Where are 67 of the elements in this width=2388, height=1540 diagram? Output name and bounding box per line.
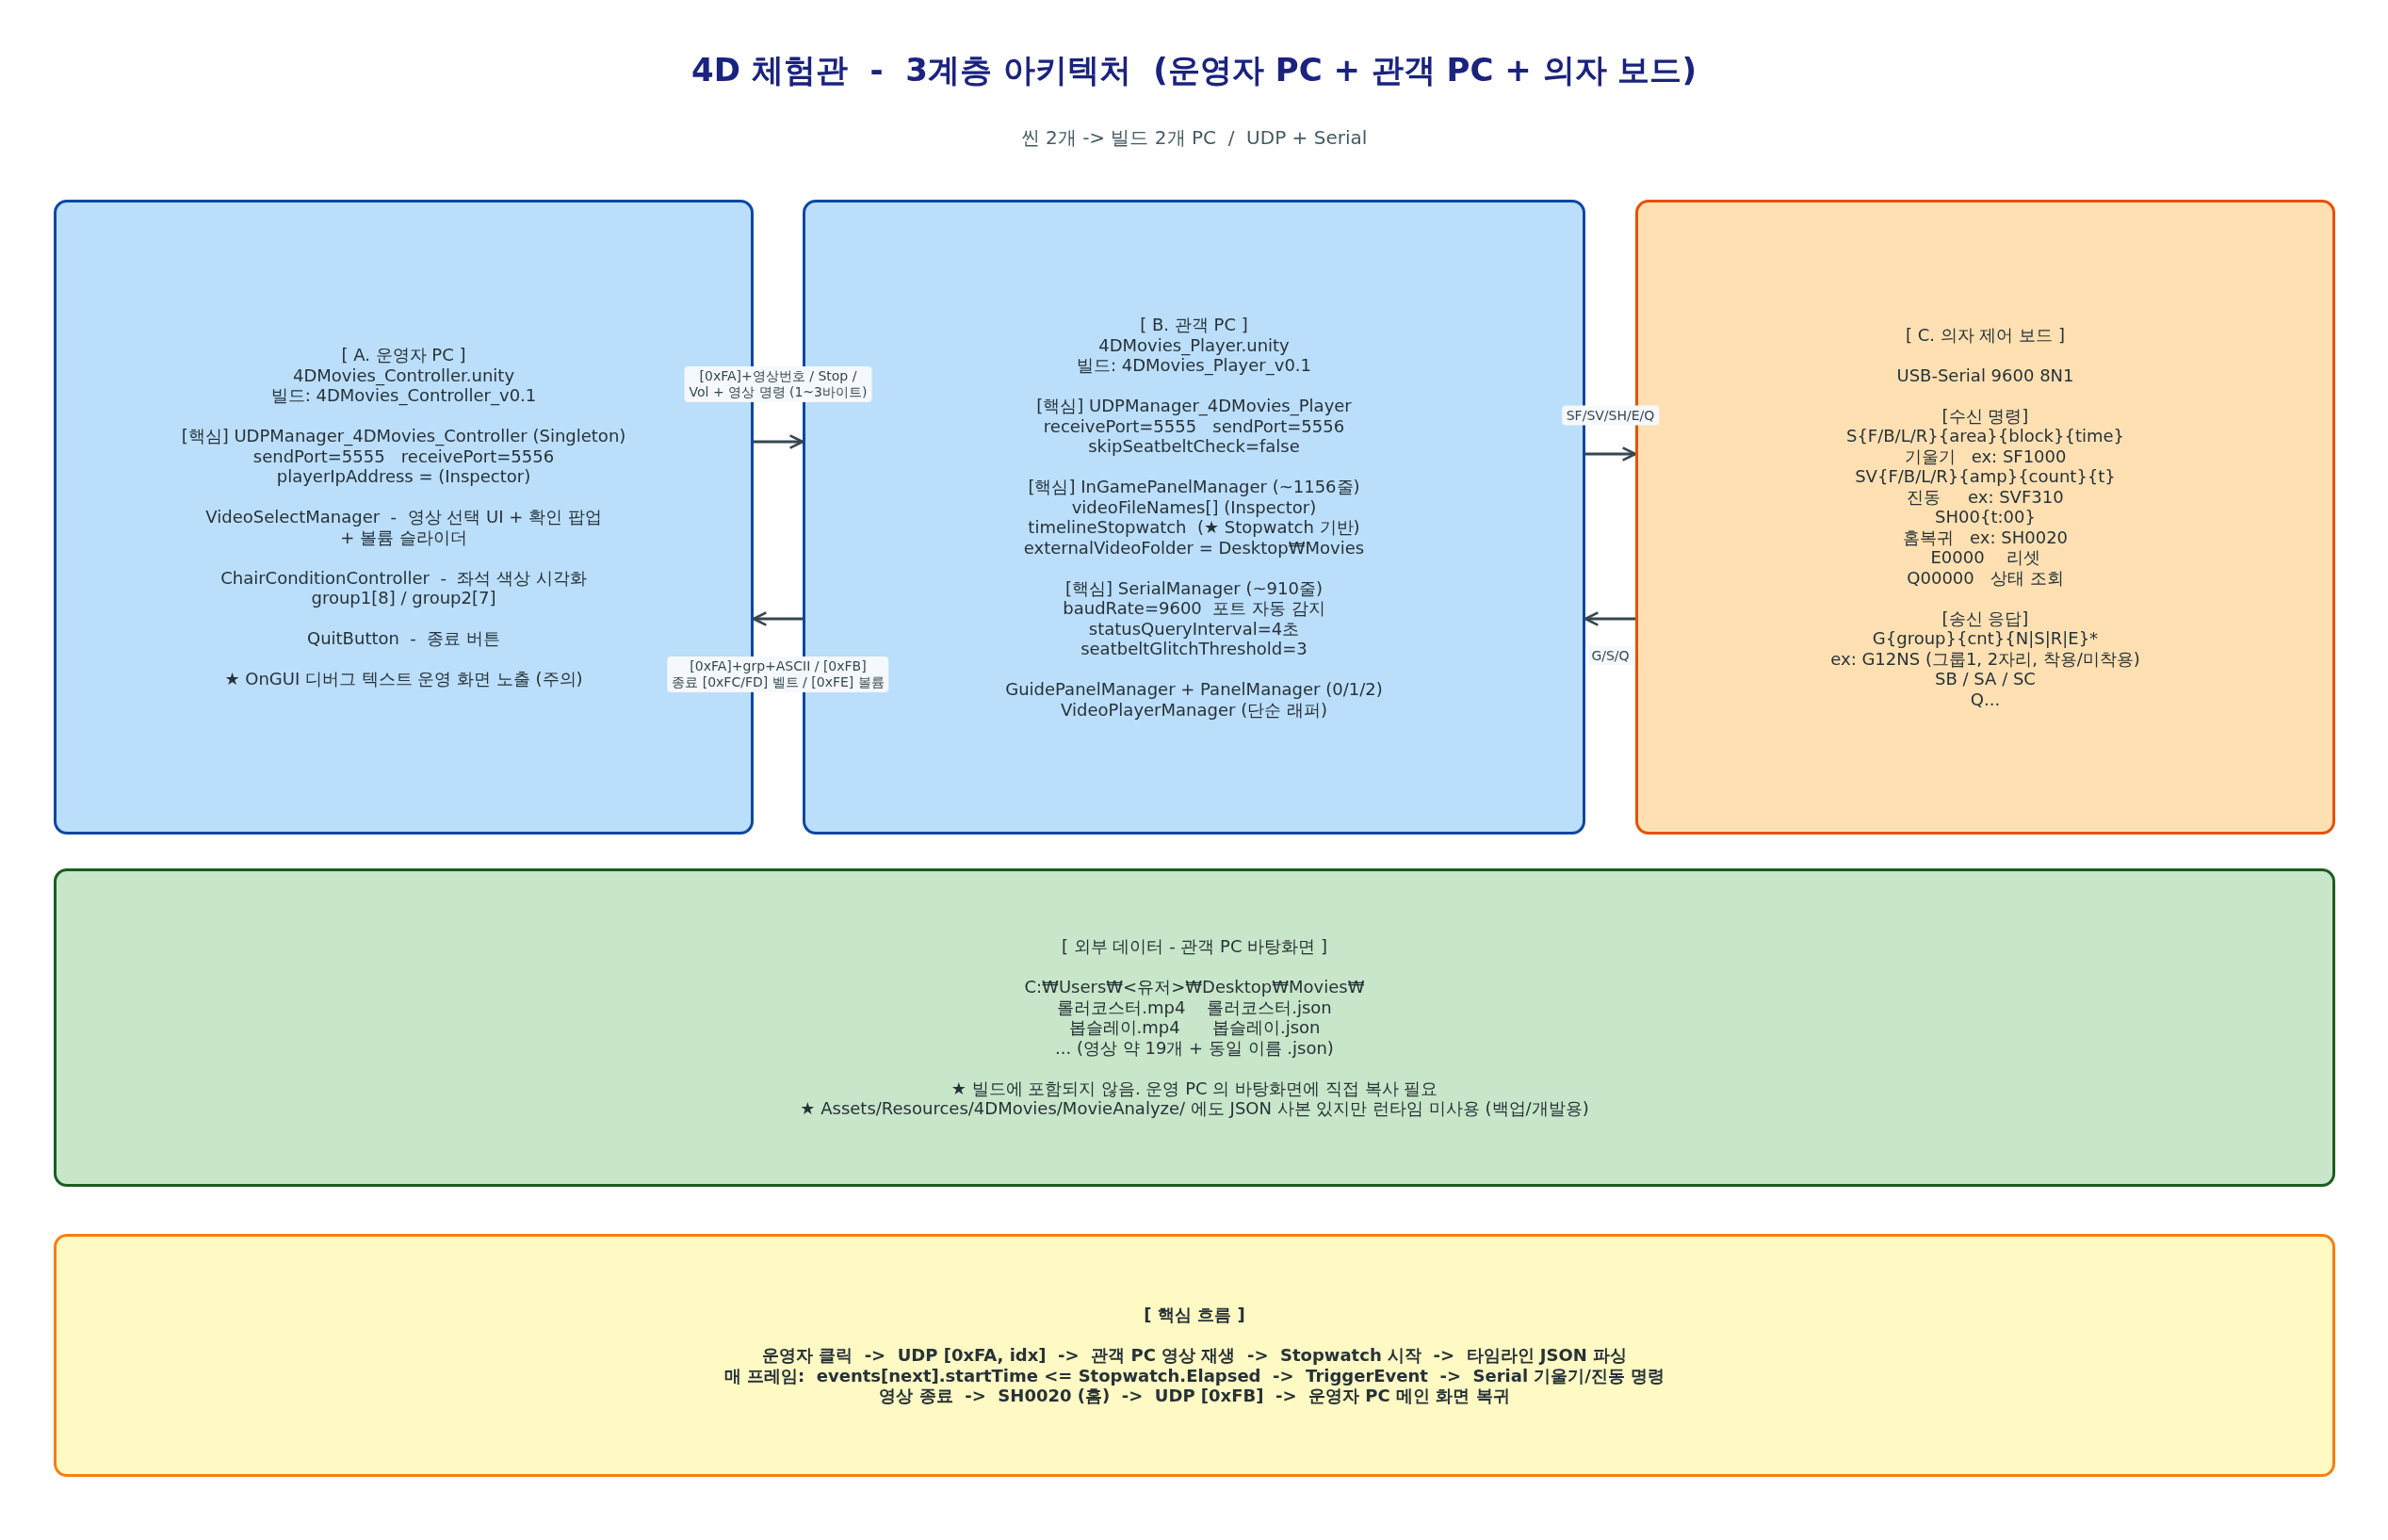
detail-line: GuidePanelManager + PanelManager (0/1/2): [1005, 679, 1383, 700]
panel-heading: [ A. 운영자 PC ]: [341, 345, 466, 365]
panel-heading: [ B. 관객 PC ]: [1140, 315, 1248, 335]
diagram-title: 4D 체험관 - 3계층 아키텍처 (운영자 PC + 관객 PC + 의자 보드): [691, 51, 1697, 89]
detail-line: VideoSelectManager - 영상 선택 UI + 확인 팝업: [205, 507, 602, 527]
detail-line: [수신 명령]: [1941, 405, 2029, 427]
detail-line: Q...: [1970, 689, 2001, 710]
detail-line: 빌드: 4DMovies_Controller_v0.1: [270, 385, 537, 406]
detail-line: [핵심] SerialManager (~910줄): [1065, 577, 1323, 598]
detail-line: E0000 리셋: [1930, 547, 2040, 568]
detail-line: ★ 빌드에 포함되지 않음. 운영 PC 의 바탕화면에 직접 복사 필요: [950, 1078, 1438, 1099]
detail-line: ... (영상 약 19개 + 동일 이름 .json): [1055, 1037, 1334, 1059]
panel-heading: [ 외부 데이터 - 관객 PC 바탕화면 ]: [1062, 936, 1327, 957]
detail-line: group1[8] / group2[7]: [311, 588, 496, 608]
detail-line: ★ Assets/Resources/4DMovies/MovieAnalyze/ 에도 JSON 사본 있지만 런타임 미사용 (백업/개발용): [800, 1098, 1589, 1119]
data-panel: [54, 868, 2335, 1187]
detail-line: Q00000 상태 조회: [1907, 567, 2064, 589]
detail-line: [핵심] UDPManager_4DMovies_Player: [1036, 396, 1352, 416]
detail-line: ex: G12NS (그룹1, 2자리, 착용/미착용): [1830, 648, 2140, 670]
detail-line: videoFileNames[] (Inspector): [1071, 496, 1317, 517]
arrow: [752, 611, 803, 626]
detail-line: SB / SA / SC: [1935, 669, 2036, 689]
detail-line: 기울기 ex: SF1000: [1904, 446, 2067, 467]
detail-line: 빌드: 4DMovies_Player_v0.1: [1076, 355, 1311, 376]
detail-line: timelineStopwatch (★ Stopwatch 기반): [1028, 517, 1360, 538]
detail-line: QuitButton - 종료 버튼: [307, 628, 500, 649]
detail-line: + 볼륨 슬라이더: [340, 527, 467, 548]
detail-line: USB-Serial 9600 8N1: [1896, 365, 2074, 386]
detail-line: playerIpAddress = (Inspector): [276, 466, 531, 487]
detail-line: statusQueryInterval=4초: [1088, 618, 1300, 639]
detail-line: G{group}{cnt}{N|S|R|E}*: [1872, 628, 2099, 649]
detail-line: externalVideoFolder = Desktop₩Movies: [1023, 537, 1365, 558]
detail-line: 영상 종료 -> SH0020 (홈) -> UDP [0xFB] -> 운영자 PC 메인 화면 복귀: [879, 1386, 1510, 1406]
detail-line: 봅슬레이.mp4 봅슬레이.json: [1068, 1017, 1321, 1038]
detail-line: 롤러코스터.mp4 롤러코스터.json: [1057, 997, 1332, 1018]
edge-label: [0xFA]+영상번호 / Stop / Vol + 영상 명령 (1~3바이트): [684, 366, 872, 402]
detail-line: skipSeatbeltCheck=false: [1088, 436, 1300, 457]
detail-line: [송신 응답]: [1941, 608, 2029, 629]
detail-line: [핵심] UDPManager_4DMovies_Controller (Singleton): [181, 426, 626, 446]
arrow: [754, 434, 804, 449]
detail-line: seatbeltGlitchThreshold=3: [1080, 639, 1308, 659]
panel-heading: [ 핵심 흐름 ]: [1144, 1305, 1245, 1325]
detail-line: 4DMovies_Player.unity: [1098, 334, 1290, 355]
detail-line: S{F/B/L/R}{area}{block}{time}: [1845, 426, 2124, 446]
detail-line: 운영자 클릭 -> UDP [0xFA, idx] -> 관객 PC 영상 재생 -> Stopwatch 시작 -> 타임라인 JSON 파싱: [761, 1345, 1628, 1366]
detail-line: baudRate=9600 포트 자동 감지: [1063, 598, 1325, 619]
detail-line: SH00{t:00}: [1935, 507, 2036, 527]
arrow: [1584, 611, 1635, 626]
edge-label: G/S/Q: [1586, 645, 1634, 666]
detail-line: ChairConditionController - 좌석 색상 시각화: [220, 567, 587, 589]
subtitle: 씬 2개 -> 빌드 2개 PC / UDP + Serial: [1020, 126, 1368, 149]
detail-line: SV{F/B/L/R}{amp}{count}{t}: [1855, 466, 2116, 487]
detail-line: [핵심] InGamePanelManager (~1156줄): [1028, 477, 1360, 497]
detail-line: 4DMovies_Controller.unity: [292, 365, 515, 386]
detail-line: VideoPlayerManager (단순 래퍼): [1061, 699, 1327, 720]
panel-heading: [ C. 의자 제어 보드 ]: [1906, 324, 2065, 346]
flow-panel: [54, 1234, 2335, 1477]
detail-line: receivePort=5555 sendPort=5556: [1043, 415, 1345, 436]
detail-line: 진동 ex: SVF310: [1907, 486, 2064, 508]
detail-line: 매 프레임: events[next].startTime <= Stopwatch.Elapsed -> TriggerEvent -> Serial 기울기/진동 명령: [723, 1365, 1665, 1386]
edge-label: SF/SV/SH/E/Q: [1561, 405, 1660, 426]
edge-label: [0xFA]+grp+ASCII / [0xFB] 종료 [0xFC/FD] 벨트 / [0xFE] 볼륨: [667, 657, 889, 692]
detail-line: 홈복귀 ex: SH0020: [1902, 527, 2069, 548]
arrow: [1585, 446, 1637, 462]
detail-line: ★ OnGUI 디버그 텍스트 운영 화면 노출 (주의): [224, 669, 583, 689]
detail-line: C:₩Users₩<유저>₩Desktop₩Movies₩: [1024, 977, 1365, 997]
detail-line: sendPort=5555 receivePort=5556: [252, 446, 555, 467]
